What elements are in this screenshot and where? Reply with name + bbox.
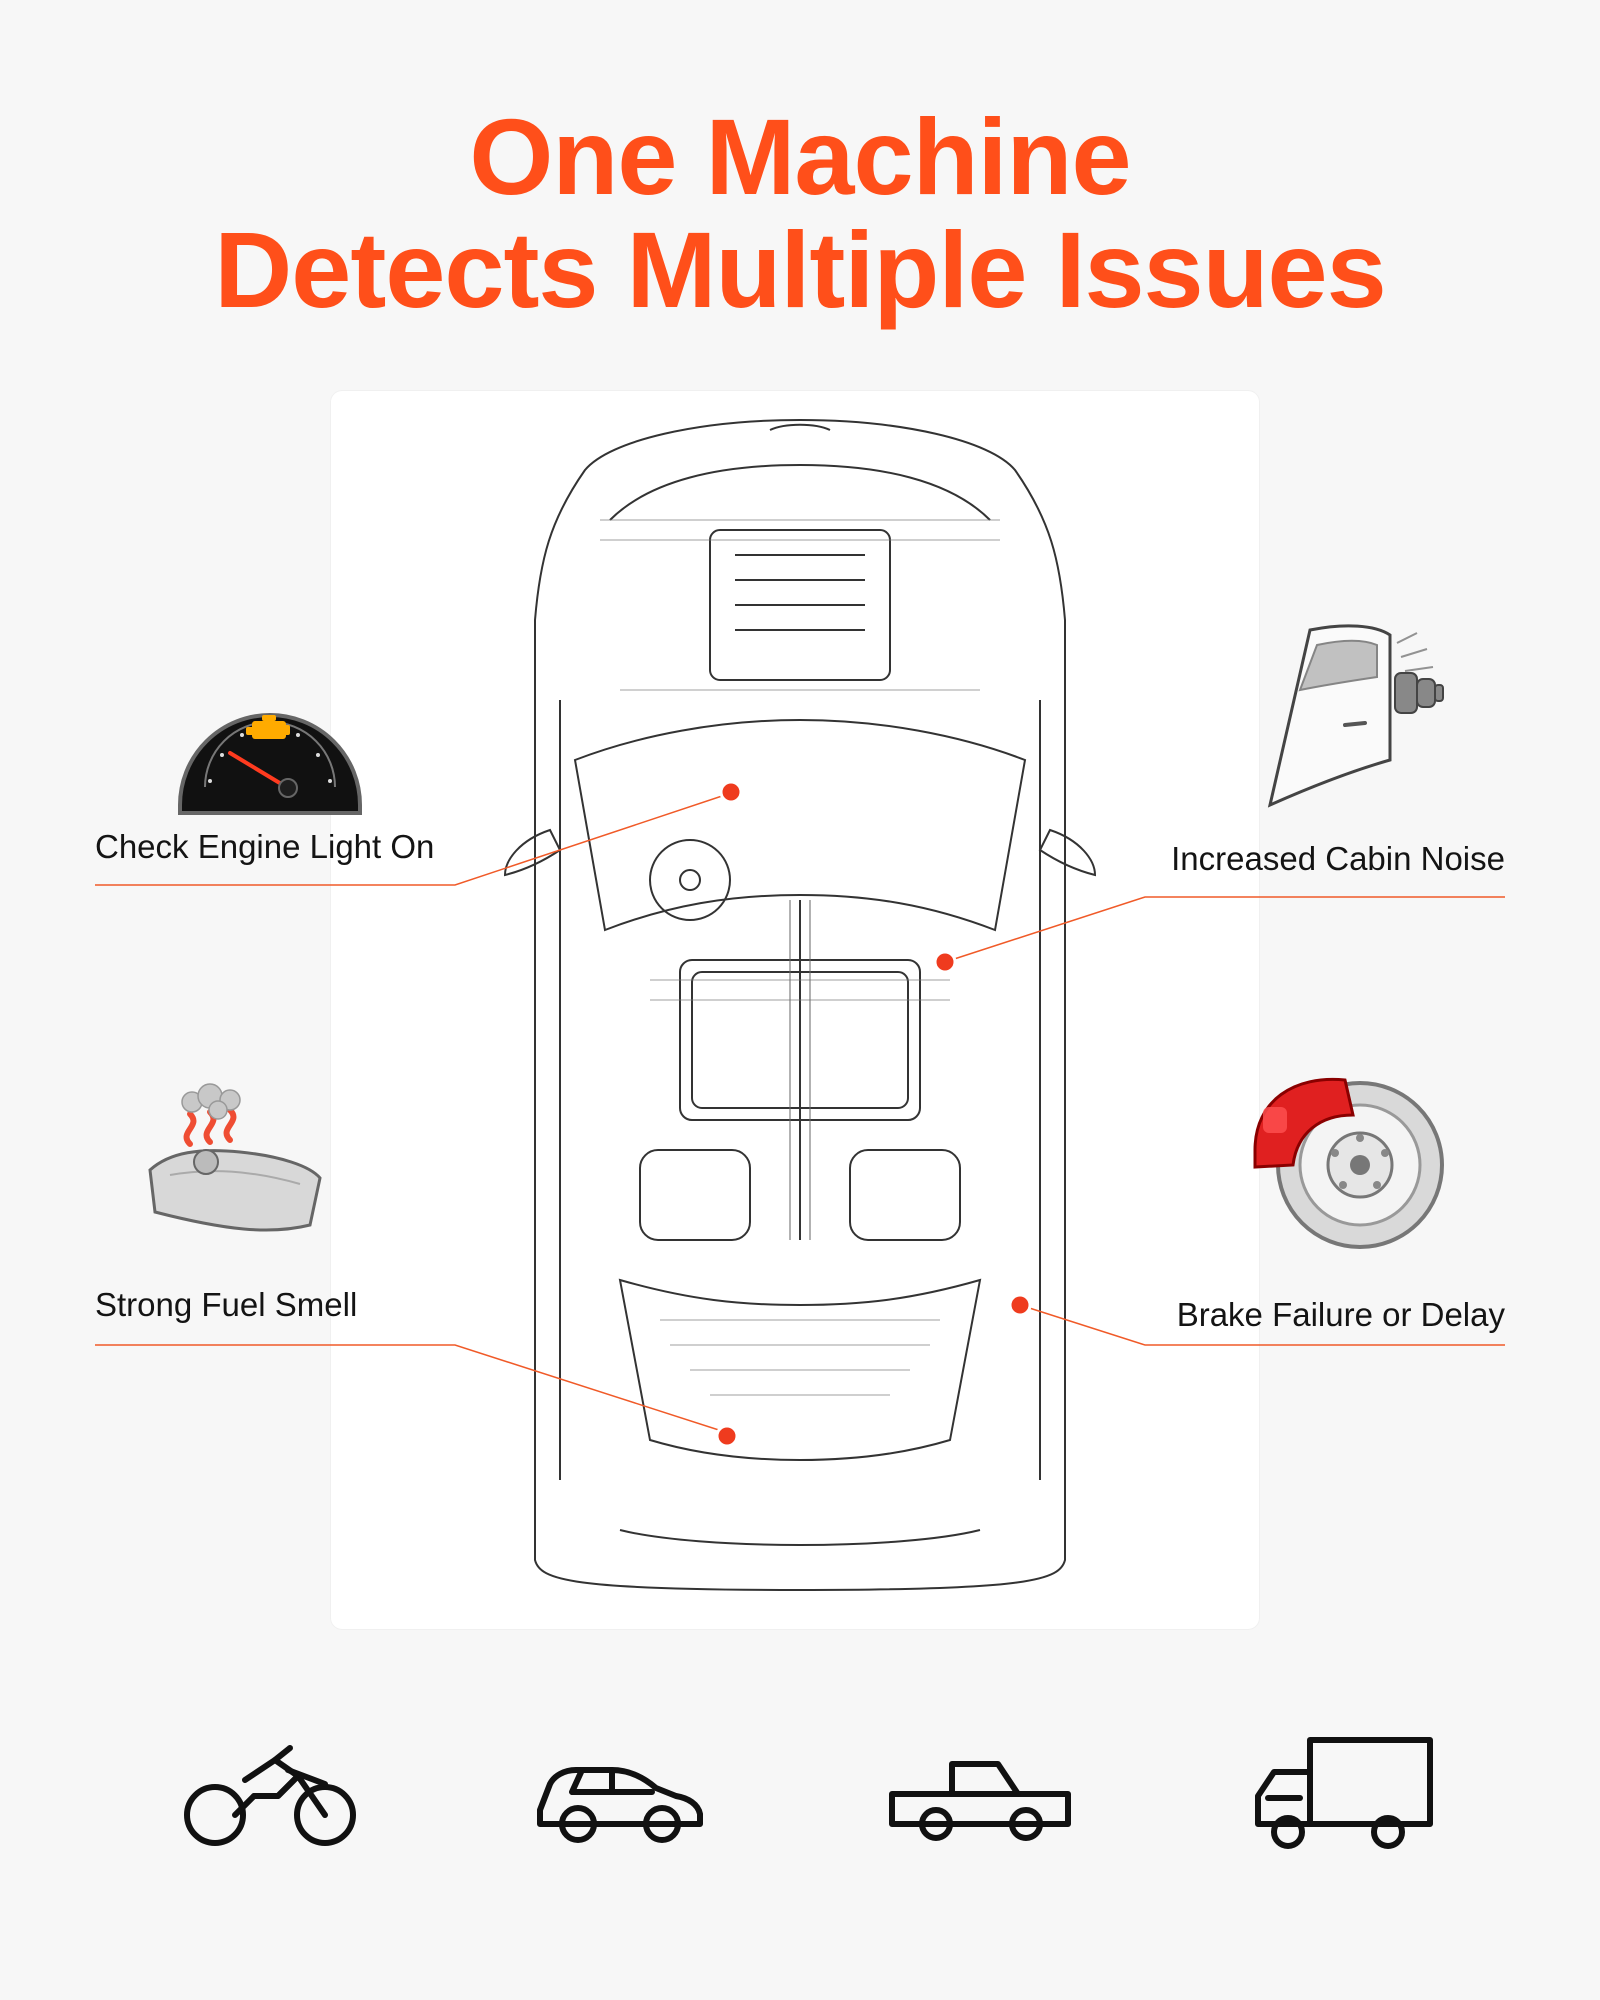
car-blueprint-panel (330, 390, 1260, 1630)
label-check-engine: Check Engine Light On (95, 828, 435, 865)
car-icon (520, 1720, 720, 1860)
motorcycle-icon (170, 1720, 370, 1860)
title-line-1: One Machine (469, 96, 1131, 217)
brake-disc-caliper-icon (1235, 1055, 1445, 1265)
box-truck-icon (1240, 1720, 1440, 1860)
page-title: One Machine Detects Multiple Issues (0, 100, 1600, 327)
label-cabin-noise: Increased Cabin Noise (1171, 840, 1505, 877)
label-brake: Brake Failure or Delay (1176, 1296, 1505, 1333)
title-line-2: Detects Multiple Issues (214, 209, 1386, 331)
car-door-noise-icon (1245, 605, 1445, 815)
check-engine-gauge-icon (170, 675, 370, 815)
label-fuel-smell: Strong Fuel Smell (95, 1286, 358, 1323)
vehicle-type-row (0, 1720, 1600, 1860)
pickup-truck-icon (880, 1720, 1080, 1860)
fuel-tank-smell-icon (130, 1080, 340, 1250)
